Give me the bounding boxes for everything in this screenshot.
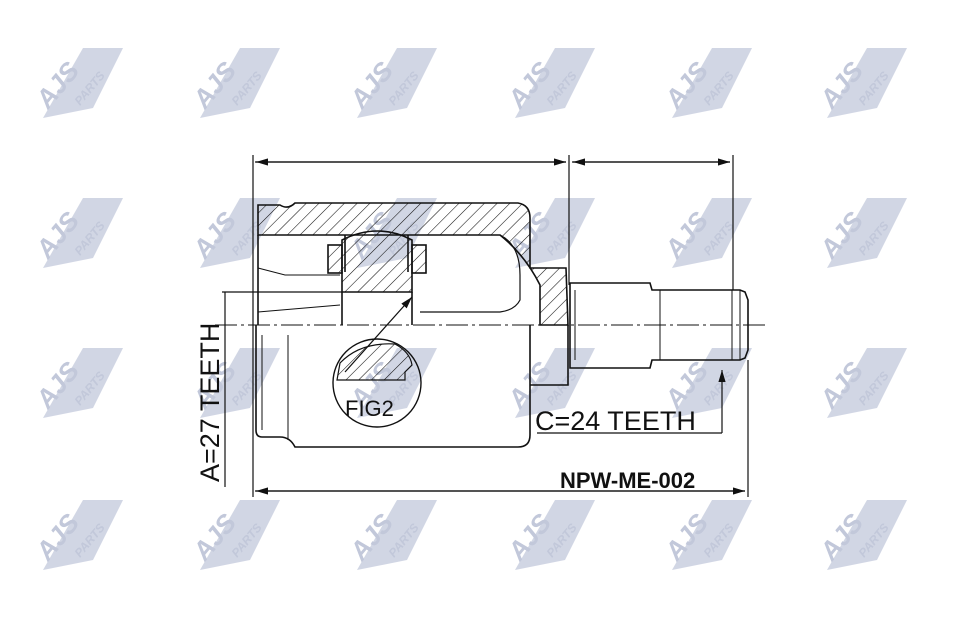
ajs-parts-watermark-logo	[342, 500, 437, 570]
ajs-parts-watermark-logo	[185, 48, 280, 118]
ajs-parts-watermark-logo	[28, 500, 123, 570]
ajs-parts-watermark-logo	[500, 48, 595, 118]
fig2-detail	[332, 338, 422, 428]
ajs-parts-watermark-logo	[812, 348, 907, 418]
label-fig2: FIG2	[345, 396, 394, 421]
housing-section	[257, 202, 569, 326]
ajs-parts-watermark-logo	[28, 48, 123, 118]
housing-body	[255, 325, 569, 448]
label-a-teeth: A=27 TEETH	[195, 323, 225, 482]
output-shaft	[569, 282, 749, 369]
ajs-parts-watermark-logo	[812, 500, 907, 570]
ajs-parts-watermark-logo	[657, 500, 752, 570]
ajs-parts-watermark-logo	[657, 198, 752, 268]
ajs-parts-watermark-logo	[28, 198, 123, 268]
label-c-teeth: C=24 TEETH	[535, 406, 696, 436]
ajs-parts-watermark-logo	[812, 198, 907, 268]
ajs-parts-watermark-logo	[657, 48, 752, 118]
ajs-parts-watermark-logo	[28, 348, 123, 418]
watermark-layer	[28, 48, 907, 570]
ajs-parts-watermark-logo	[185, 500, 280, 570]
ajs-parts-watermark-logo	[500, 500, 595, 570]
part-number: NPW-ME-002	[560, 468, 695, 493]
ajs-parts-watermark-logo	[812, 48, 907, 118]
ajs-parts-watermark-logo	[342, 48, 437, 118]
